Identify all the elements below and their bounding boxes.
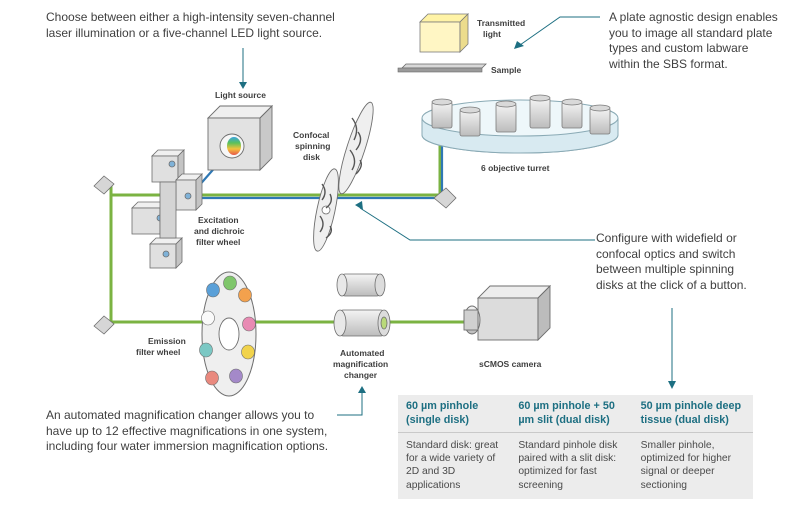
callout-arrowheads [239, 41, 676, 393]
table-header-deep-tissue: 50 µm pinhole deep tissue (dual disk) [640, 400, 742, 426]
green-beam [109, 145, 470, 324]
excitation-filter-cubes [131, 149, 203, 269]
label-camera: sCMOS camera [479, 359, 542, 369]
callout-lines [242, 16, 673, 416]
confocal-disk-upper [338, 101, 374, 195]
emission-filter-wheel [199, 271, 257, 397]
light-source-box [206, 104, 274, 172]
pinhole-comparison-table: 60 µm pinhole (single disk) 60 µm pinhol… [398, 395, 753, 499]
note-configure-optics: Configure with widefield or confocal opt… [596, 231, 747, 292]
label-objective-turret: 6 objective turret [481, 163, 550, 173]
table-cell-single-disk: Standard disk: great for a wide variety … [398, 432, 511, 499]
table-cell-dual-disk-slit: Standard pinhole disk paired with a slit… [510, 432, 633, 499]
table-header-single-disk: 60 µm pinhole (single disk) [406, 400, 479, 426]
note-magnification-changer: An automated magnification changer allow… [46, 408, 329, 453]
sample-plate [397, 63, 487, 73]
magnification-changer [333, 273, 391, 337]
label-sample: Sample [491, 65, 522, 75]
note-light-choice: Choose between either a high-intensity s… [46, 10, 335, 40]
transmitted-light-source [419, 13, 469, 53]
scmos-camera [463, 284, 552, 342]
confocal-disk-lower [313, 168, 339, 252]
label-light-source: Light source [215, 90, 266, 100]
objective-turret [421, 94, 619, 154]
note-plate-agnostic: A plate agnostic design enables you to i… [609, 10, 778, 71]
table-cell-deep-tissue: Smaller pinhole, optimized for higher si… [632, 432, 753, 499]
mirrors [93, 175, 457, 335]
table-header-dual-disk-slit: 60 µm pinhole + 50 µm slit (dual disk) [518, 400, 615, 426]
